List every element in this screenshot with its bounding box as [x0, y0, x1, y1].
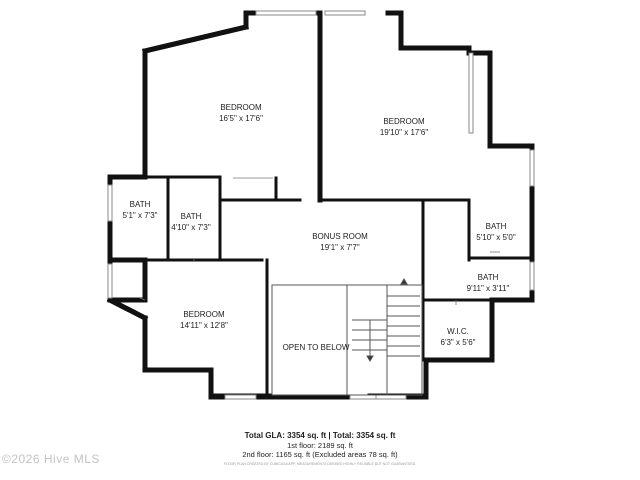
- room-name: BEDROOM: [383, 117, 425, 126]
- interior-walls: [143, 175, 534, 399]
- stairs: [271, 278, 423, 396]
- room-dims: 19'1" x 7'7": [320, 243, 360, 252]
- disclaimer-text: FLOOR PLAN CREATED BY CUBICASA APP. MEAS…: [223, 462, 417, 466]
- room-dims: 9'11" x 3'11": [466, 284, 510, 293]
- room-name: BONUS ROOM: [312, 232, 368, 241]
- room-label-bonus-room: BONUS ROOM 19'1" x 7'7": [312, 231, 368, 253]
- room-label-bath-left-inner: BATH 4'10" x 7'3": [171, 211, 210, 233]
- room-dims: 14'11" x 12'8": [180, 321, 228, 330]
- room-name: BATH: [477, 273, 499, 282]
- room-label-bedroom-left: BEDROOM 16'5" x 17'6": [219, 102, 263, 124]
- room-label-open-to-below: OPEN TO BELOW: [283, 342, 350, 353]
- room-label-bedroom-bottom: BEDROOM 14'11" x 12'8": [180, 309, 228, 331]
- room-label-bath-left-outer: BATH 5'1" x 7'3": [123, 199, 158, 221]
- room-name: BATH: [129, 200, 151, 209]
- room-dims: 4'10" x 7'3": [171, 223, 211, 232]
- room-dims: 19'10" x 17'6": [379, 128, 429, 137]
- room-dims: 5'10" x 5'0": [476, 233, 516, 242]
- doors: [139, 177, 500, 305]
- total-area-summary: Total GLA: 3354 sq. ft | Total: 3354 sq.…: [244, 431, 396, 440]
- second-floor-area: 2nd floor: 1165 sq. ft (Excluded areas 7…: [242, 450, 398, 459]
- room-label-wic: W.I.C. 6'3" x 5'6": [441, 326, 476, 348]
- room-name: BATH: [180, 212, 202, 221]
- room-dims: 16'5" x 17'6": [219, 114, 263, 123]
- floor-plan: [106, 10, 535, 400]
- room-label-bath-right-top: BATH 5'10" x 5'0": [476, 221, 515, 243]
- room-dims: 6'3" x 5'6": [440, 338, 476, 347]
- room-label-bedroom-right: BEDROOM 19'10" x 17'6": [380, 116, 428, 138]
- room-name: OPEN TO BELOW: [282, 343, 350, 352]
- mls-watermark: ©2026 Hive MLS: [2, 452, 100, 466]
- windows: [107, 10, 535, 400]
- room-name: BEDROOM: [183, 310, 225, 319]
- room-label-bath-right-bottom: BATH 9'11" x 3'11": [467, 272, 510, 294]
- room-dims: 5'1" x 7'3": [122, 211, 158, 220]
- first-floor-area: 1st floor: 2189 sq. ft: [287, 441, 353, 450]
- room-name: W.I.C.: [447, 327, 469, 336]
- room-name: BATH: [485, 222, 507, 231]
- room-name: BEDROOM: [220, 103, 262, 112]
